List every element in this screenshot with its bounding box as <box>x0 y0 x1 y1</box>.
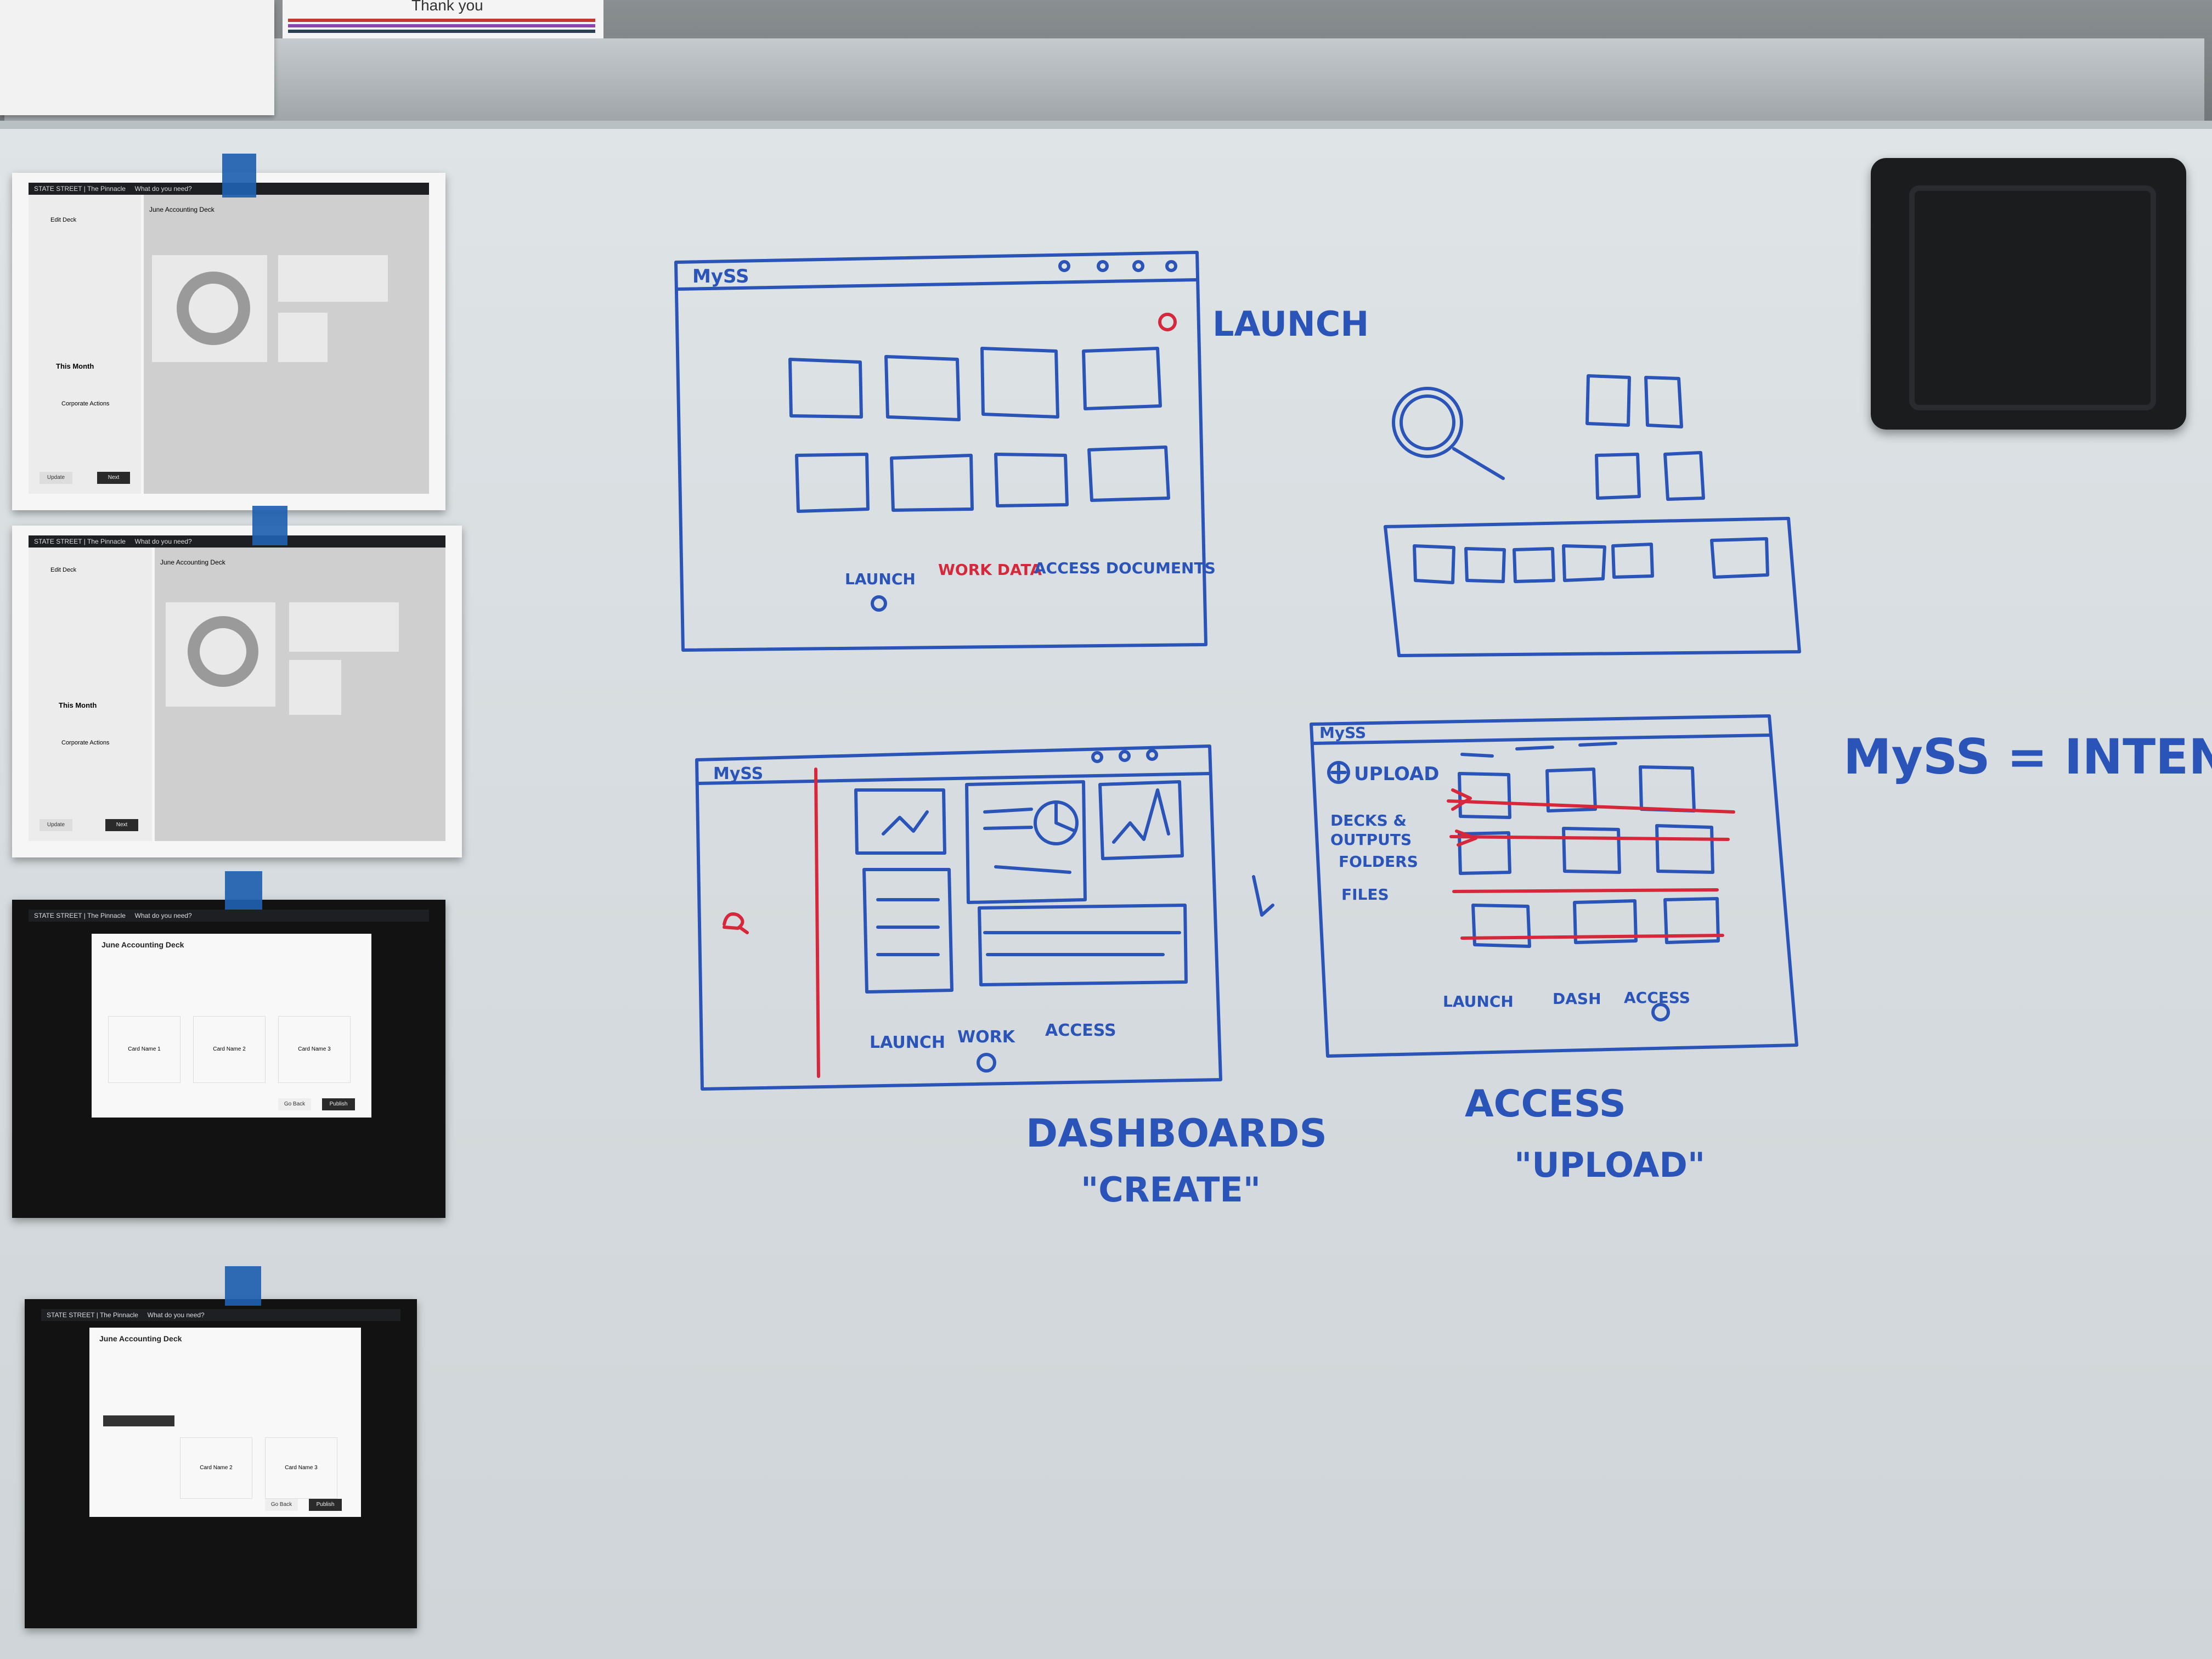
tape-strip <box>225 1266 261 1306</box>
upload-caption: "UPLOAD" <box>1514 1145 1705 1185</box>
sketch-access: MySS UPLOAD DECKS & OUTPUTS FOLDERS FILE… <box>1310 714 1798 1185</box>
printout-canvas: June Accounting Deck <box>155 548 445 841</box>
printout-canvas: June Accounting Deck <box>144 195 429 494</box>
printout-2: STATE STREET | The Pinnacle What do you … <box>12 526 462 857</box>
tape-strip <box>225 871 262 910</box>
nav-work-data: WORK DATA <box>938 561 1042 579</box>
thank-you-text: Thank you <box>411 0 483 14</box>
dashboards-caption: DASHBOARDS <box>1026 1111 1327 1156</box>
nav-launch: LAUNCH <box>845 570 916 588</box>
nav-dash: DASH <box>1553 990 1601 1008</box>
launch-label: LAUNCH <box>1212 304 1369 344</box>
upload-label: UPLOAD <box>1354 763 1440 785</box>
category-outputs: OUTPUTS <box>1330 831 1412 849</box>
search-sketch <box>1384 374 1801 657</box>
printout-1: STATE STREET | The Pinnacle What do you … <box>12 173 445 510</box>
printout-3: STATE STREET | The Pinnacle What do you … <box>12 900 445 1218</box>
nav-launch: LAUNCH <box>1443 992 1514 1011</box>
printout-4: STATE STREET | The Pinnacle What do you … <box>25 1299 417 1628</box>
nav-access-documents: ACCESS DOCUMENTS <box>1034 559 1216 577</box>
marker-holder <box>1871 158 2186 430</box>
sketch-dashboard: MySS LAUNCH WORK ACCESS DASHBOARDS "CREA… <box>695 744 1327 1210</box>
category-files: FILES <box>1341 885 1389 904</box>
nav-access: ACCESS <box>1045 1021 1116 1040</box>
top-left-note <box>0 0 274 115</box>
category-decks: DECKS & <box>1330 811 1407 830</box>
magnifier-icon <box>1392 387 1463 458</box>
printout-modal: June Accounting Deck Card Name 2 Card Na… <box>89 1328 361 1517</box>
myss-intent-equation: MySS = INTENT <box>1843 729 2212 785</box>
printout-modal: June Accounting Deck Card Name 1 Card Na… <box>92 934 371 1118</box>
tape-strip <box>252 506 287 545</box>
nav-work: WORK <box>957 1028 1016 1047</box>
upload-icon <box>1327 761 1350 784</box>
sketch-brand: MySS <box>713 764 763 783</box>
printout-header: STATE STREET | The Pinnacle What do you … <box>29 535 445 548</box>
printout-header: STATE STREET | The Pinnacle What do you … <box>29 910 429 922</box>
access-caption: ACCESS <box>1465 1082 1626 1126</box>
category-folders: FOLDERS <box>1339 853 1418 871</box>
sketch-brand: MySS <box>1319 724 1366 742</box>
printout-header: STATE STREET | The Pinnacle What do you … <box>41 1309 400 1321</box>
tape-strip <box>222 154 256 198</box>
sketch-launch-screen: MySS LAUNCH LAUNCH WORK DATA ACCESS DOCU… <box>674 251 1369 652</box>
printout-sidebar: Edit Deck This Month Corporate Actions U… <box>29 548 152 841</box>
top-note <box>283 0 603 38</box>
create-caption: "CREATE" <box>1081 1170 1261 1210</box>
sketch-brand: MySS <box>692 266 749 287</box>
nav-launch: LAUNCH <box>870 1033 945 1052</box>
printout-sidebar: Edit Deck This Month Corporate Actions U… <box>29 195 141 494</box>
